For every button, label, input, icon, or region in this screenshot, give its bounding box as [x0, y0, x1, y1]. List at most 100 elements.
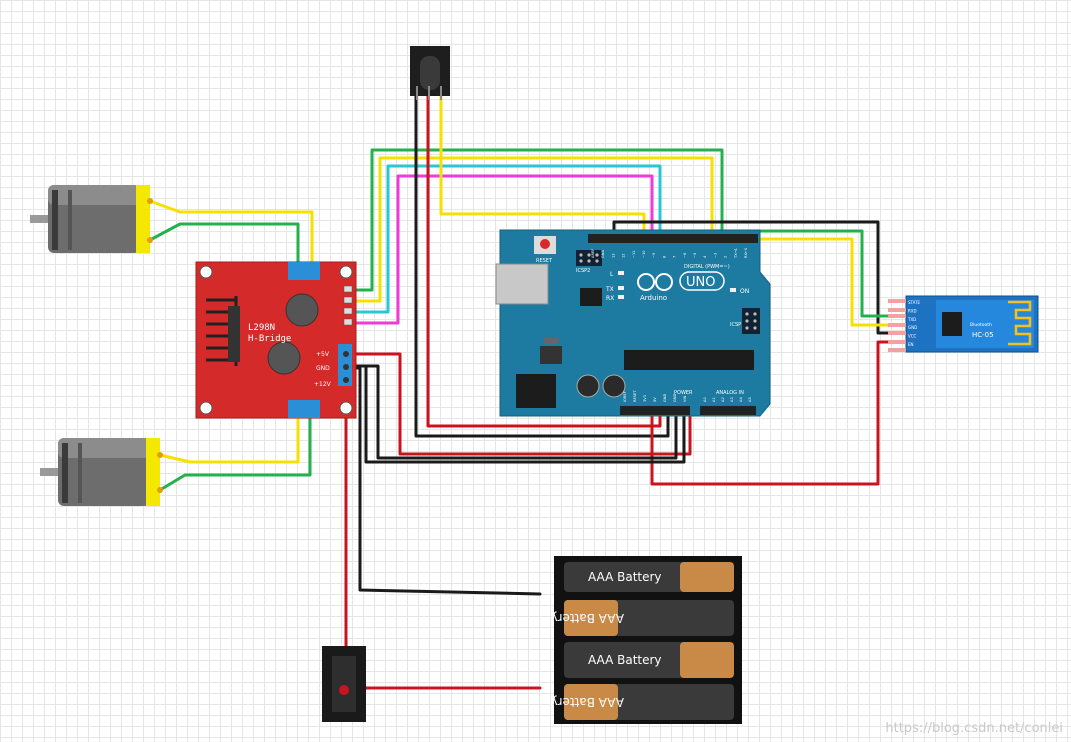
hc05-pin-label: RXD: [908, 308, 917, 313]
power-header: [620, 406, 690, 415]
digital-pin-label: ~9: [652, 252, 656, 258]
analog-pin-label: A1: [712, 397, 716, 402]
digital-pin-label: ~11: [632, 250, 636, 258]
capacitor-icon: [285, 293, 319, 327]
digital-pin-label: RX←0: [744, 247, 748, 258]
digital-pin-label: GND: [601, 250, 605, 258]
power-jack: [516, 374, 556, 408]
battery-cell-2: AAA Battery: [550, 600, 734, 636]
power-pin-label: IOREF: [623, 391, 627, 402]
wire-in4-magenta: [350, 174, 654, 325]
arduino-uno-board: RESET ICSP2 DIGITAL (PWM=~) L TX RX ON A…: [495, 229, 771, 417]
analog-pin-label: A5: [748, 397, 752, 402]
hc05-pin-label: VCC: [908, 334, 917, 339]
icsp-label: ICSP: [730, 322, 741, 328]
analog-pin-label: A0: [703, 397, 707, 402]
led-tx-label: TX: [605, 286, 614, 293]
analog-pin-label: A4: [739, 397, 743, 402]
l298n-title: L298N: [248, 323, 275, 333]
digital-header: [588, 234, 758, 243]
digital-pin-label: ~10: [642, 250, 646, 258]
digital-pin-label: 13: [611, 253, 615, 258]
wire-in3-cyan: [350, 164, 662, 314]
digital-pin-label: 7: [673, 256, 677, 258]
battery-cell-3: AAA Battery: [564, 642, 734, 678]
analog-pin-label: A2: [721, 397, 725, 402]
arduino-infinity-logo-icon: [637, 273, 673, 291]
hc05-pin-label: TXD: [907, 317, 916, 322]
arduino-model: UNO: [686, 275, 715, 290]
capacitor-icon: [267, 341, 301, 375]
power-switch[interactable]: [322, 646, 366, 722]
digital-pin-label: 2: [724, 256, 728, 258]
battery-cell-1: AAA Battery: [564, 562, 734, 592]
dc-motor-top: [30, 185, 153, 253]
analog-pin-label: A3: [730, 397, 734, 402]
reset-label: RESET: [536, 258, 553, 264]
analog-header-label: ANALOG IN: [716, 390, 744, 396]
hc05-pin-label: EN: [908, 342, 914, 347]
reset-button: [540, 239, 550, 249]
hc05-pins: [888, 299, 906, 352]
l298n-pin-5v: +5V: [316, 351, 330, 358]
wire-5v-red: [350, 352, 692, 456]
led-on-label: ON: [740, 288, 749, 295]
icsp2-header: [576, 250, 602, 266]
l298n-subtitle: H-Bridge: [248, 334, 291, 344]
watermark: https://blog.csdn.net/conlei: [885, 721, 1063, 736]
icsp-header: [742, 308, 760, 334]
digital-pin-label: ~6: [683, 252, 687, 258]
antenna-icon: [1008, 300, 1032, 346]
digital-pin-label: TX→1: [734, 248, 738, 259]
microcontroller-chip: [624, 350, 754, 370]
hc05-pin-label: GND: [908, 325, 917, 330]
l298n-pin-12v: +12V: [314, 381, 332, 388]
battery-label-3: AAA Battery: [588, 653, 662, 667]
wire-gnd-black: [350, 364, 678, 460]
power-header-label: POWER: [674, 390, 693, 396]
power-pin-label: GND: [673, 394, 677, 402]
l298n-board: L298N H-Bridge +5V GND +12V: [195, 261, 357, 419]
digital-pin-label: 4: [703, 255, 707, 258]
digital-pin-label: ~5: [693, 253, 697, 258]
ir-receiver: [410, 46, 450, 100]
power-pin-label: VIN: [683, 395, 687, 402]
hc05-sub: Bluetooth: [970, 322, 992, 328]
wire-ir-black: [414, 94, 670, 438]
wire-motor2-yellow: [158, 410, 300, 464]
power-pin-label: RESET: [633, 390, 637, 402]
usb-port: [495, 263, 549, 305]
battery-label-2: AAA Battery: [550, 611, 624, 625]
wire-gnd-black-2: [364, 364, 686, 464]
l298n-pin-gnd: GND: [316, 365, 330, 372]
hc05-pin-label: STATE: [908, 300, 921, 305]
hc05-name: HC-05: [972, 331, 994, 339]
digital-pin-label: ~3: [713, 253, 717, 258]
power-pin-label: 5V: [653, 397, 657, 402]
wires: [148, 94, 902, 690]
wire-motor2-green: [158, 410, 312, 492]
wire-motor1-green: [148, 222, 300, 270]
wire-gnd-top-black: [612, 220, 902, 335]
analog-header: [700, 406, 756, 415]
power-pin-label: GND: [663, 394, 667, 402]
dc-motor-bottom: [40, 438, 163, 506]
digital-pin-label: 12: [622, 253, 626, 258]
motor-a-terminal: [288, 262, 320, 280]
arduino-logo-text: Arduino: [640, 294, 667, 302]
digital-header-label: DIGITAL (PWM=~): [684, 264, 730, 270]
wire-in1-green: [350, 148, 724, 292]
wire-ir-yellow: [439, 94, 646, 238]
power-pin-label: 3V3: [643, 395, 647, 402]
wire-motor1-yellow: [148, 199, 314, 270]
battery-pack: AAA Battery AAA Battery AAA Battery AAA …: [550, 556, 742, 724]
control-header: [343, 285, 353, 326]
digital-pin-label: AREF: [591, 249, 595, 258]
battery-label-4: AAA Battery: [550, 695, 624, 709]
led-rx-label: RX: [606, 295, 614, 302]
battery-label-1: AAA Battery: [588, 570, 662, 584]
switch-indicator-icon: [339, 685, 349, 695]
wire-ir-red: [426, 94, 662, 428]
icsp2-label: ICSP2: [576, 268, 590, 274]
